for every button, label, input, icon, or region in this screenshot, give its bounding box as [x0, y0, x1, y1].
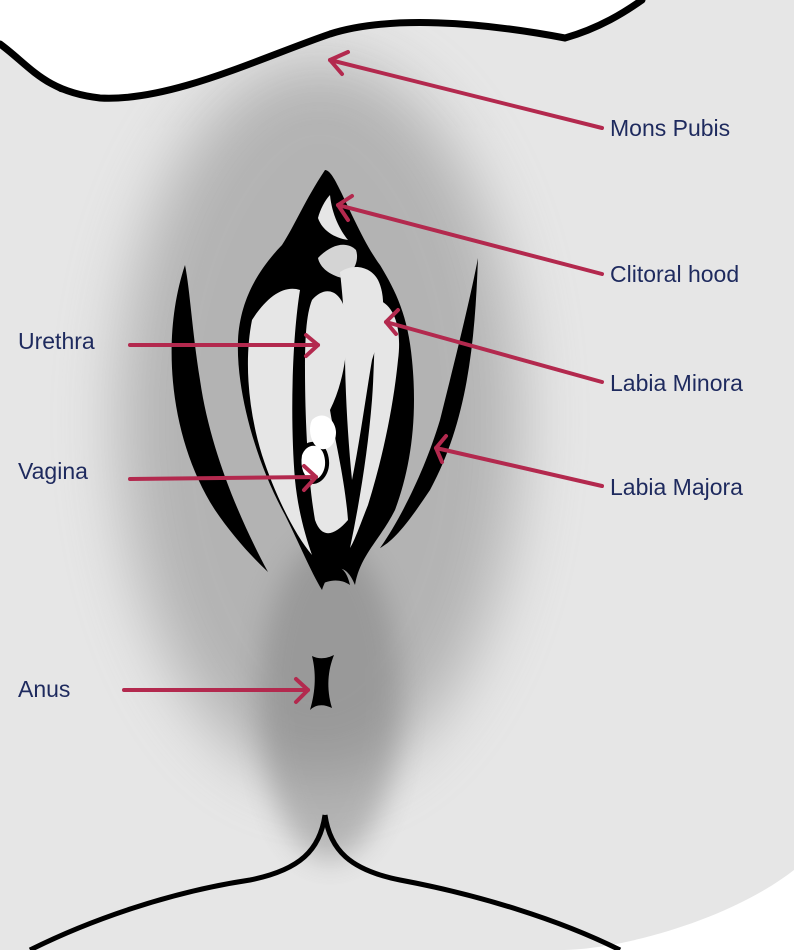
label-vagina: Vagina [18, 460, 88, 483]
label-labia-minora: Labia Minora [610, 372, 743, 395]
label-urethra: Urethra [18, 330, 95, 353]
label-anus: Anus [18, 678, 70, 701]
label-labia-majora: Labia Majora [610, 476, 743, 499]
label-clitoral-hood: Clitoral hood [610, 263, 739, 286]
label-mons-pubis: Mons Pubis [610, 117, 730, 140]
